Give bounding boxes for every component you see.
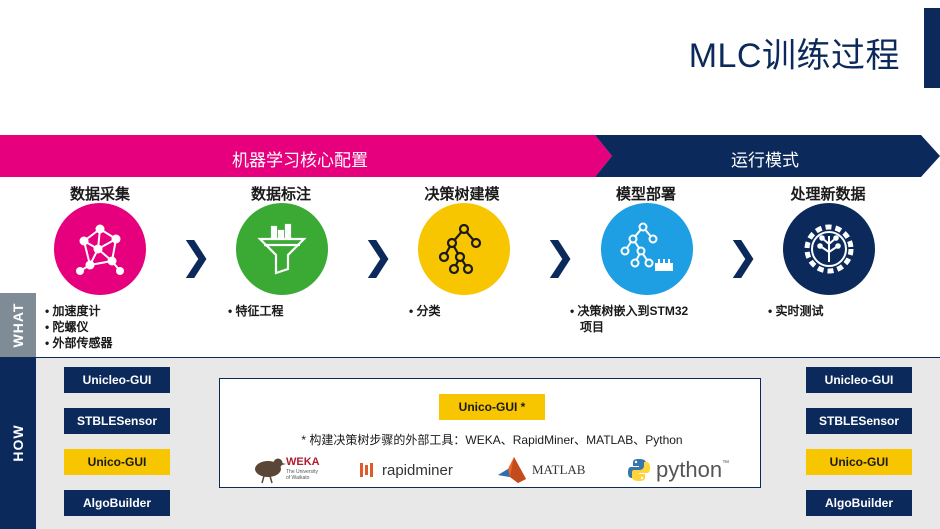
how-divider	[36, 357, 940, 358]
tool-unicleo-gui-left: Unicleo-GUI	[64, 367, 170, 393]
chevron-right-icon: ❯	[544, 236, 576, 278]
title-accent-bar	[924, 8, 940, 88]
weka-logo: WEKA The University of Waikato	[252, 454, 324, 484]
tool-algobuilder-right: AlgoBuilder	[806, 490, 912, 516]
step-title-decision-tree: 决策树建模	[424, 186, 500, 203]
how-side-label: HOW	[0, 357, 36, 529]
page-title: MLC训练过程	[688, 37, 900, 75]
weka-sub-text: of Waikato	[286, 475, 310, 481]
python-trademark: ™	[722, 460, 730, 467]
config-band	[0, 135, 612, 177]
deploy-tree-icon	[620, 222, 673, 271]
chevron-right-icon: ❯	[362, 236, 394, 278]
gear-chip-icon	[804, 224, 854, 274]
new-data-circle	[783, 203, 875, 295]
what-label: WHAT	[10, 302, 26, 348]
data-collection-circle	[54, 203, 146, 295]
bullet-item: • 加速度计	[45, 304, 101, 318]
decision-tree-icon	[438, 223, 482, 275]
bullets-data-labeling: • 特征工程	[228, 303, 284, 319]
bullet-item: • 分类	[409, 304, 441, 318]
step-title-data-labeling: 数据标注	[250, 186, 311, 203]
bullets-model-deploy: • 决策树嵌入到STM32 项目	[570, 303, 688, 335]
chevron-right-icon: ❯	[180, 236, 212, 278]
python-text: python	[656, 457, 723, 482]
chevron-right-icon: ❯	[727, 236, 759, 278]
matlab-logo: MATLAB	[496, 455, 585, 485]
tool-unico-gui-right: Unico-GUI	[806, 449, 912, 475]
bullet-item: 项目	[580, 320, 605, 334]
matlab-membrane-icon	[498, 457, 526, 483]
tool-unico-gui-left: Unico-GUI	[64, 449, 170, 475]
step-title-new-data: 处理新数据	[790, 186, 866, 203]
run-mode-band-label: 运行模式	[731, 151, 799, 170]
weka-text: WEKA	[286, 456, 320, 468]
decision-tree-circle	[418, 203, 510, 295]
network-icon	[76, 224, 124, 275]
bullets-decision-tree: • 分类	[409, 303, 441, 319]
matlab-text: MATLAB	[532, 462, 586, 477]
tool-algobuilder-left: AlgoBuilder	[64, 490, 170, 516]
funnel-icon	[257, 223, 307, 275]
bullets-new-data: • 实时测试	[768, 303, 824, 319]
external-tools-note: * 构建决策树步骤的外部工具：WEKA、RapidMiner、MATLAB、Py…	[301, 433, 683, 447]
step-title-data-collection: 数据采集	[69, 186, 130, 203]
unico-gui-badge: Unico-GUI *	[439, 394, 545, 420]
rapidminer-logo: rapidminer	[358, 458, 453, 482]
weka-bird-icon	[255, 458, 286, 484]
tool-stblesensor-left: STBLESensor	[64, 408, 170, 434]
bullets-data-collection: • 加速度计 • 陀螺仪 • 外部传感器	[45, 303, 113, 351]
bullet-item: • 陀螺仪	[45, 320, 89, 334]
bullet-item: • 决策树嵌入到STM32	[570, 304, 689, 318]
python-snake-icon	[628, 459, 650, 481]
tool-unicleo-gui-right: Unicleo-GUI	[806, 367, 912, 393]
bullet-item: • 特征工程	[228, 304, 284, 318]
weka-sub-text: The University	[286, 469, 318, 475]
config-band-label: 机器学习核心配置	[232, 151, 368, 170]
what-side-label: WHAT	[0, 293, 36, 357]
run-mode-band	[595, 135, 940, 177]
data-labeling-circle	[236, 203, 328, 295]
bullet-item: • 外部传感器	[45, 336, 113, 350]
step-title-model-deploy: 模型部署	[615, 186, 676, 203]
rapidminer-text: rapidminer	[382, 461, 453, 479]
model-deploy-circle	[601, 203, 693, 295]
how-label: HOW	[10, 424, 26, 462]
rapidminer-icon	[360, 463, 373, 477]
bullet-item: • 实时测试	[768, 304, 824, 318]
tool-stblesensor-right: STBLESensor	[806, 408, 912, 434]
python-logo: python ™	[626, 456, 729, 484]
